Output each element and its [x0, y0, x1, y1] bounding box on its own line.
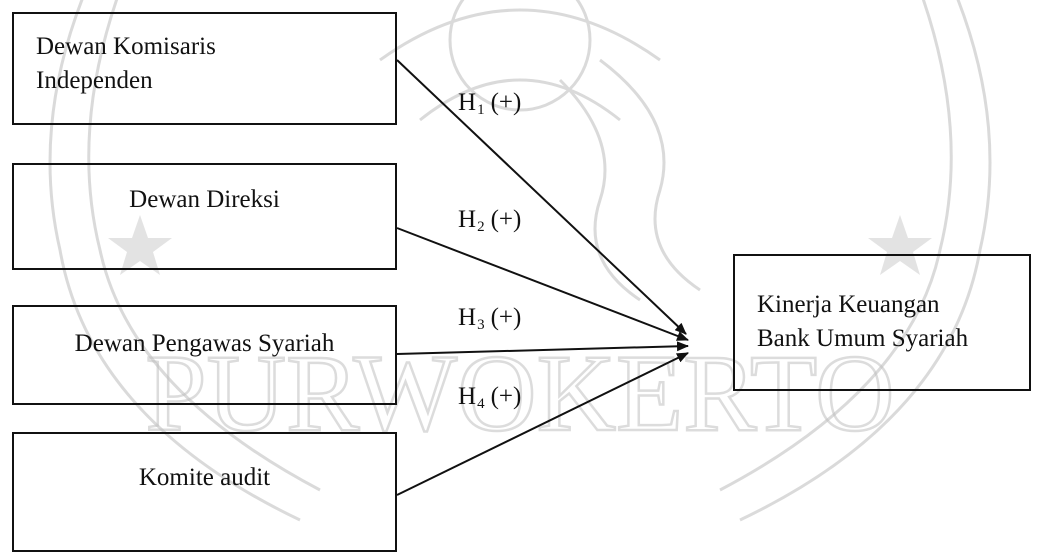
hypothesis-letter: H: [458, 206, 477, 233]
node-label: Dewan Pengawas Syariah: [74, 330, 335, 357]
node-label-line1: Kinerja Keuangan: [757, 291, 940, 318]
node-label-line2: Bank Umum Syariah: [757, 325, 969, 352]
node-kinerja-keuangan-bank-umum-syariah: Kinerja Keuangan Bank Umum Syariah: [733, 254, 1031, 391]
hypothesis-index: 4: [477, 396, 485, 412]
node-dewan-direksi: Dewan Direksi: [12, 163, 397, 270]
node-label-line1: Dewan Komisaris: [36, 33, 216, 60]
arrow-h4: [396, 352, 689, 496]
hypothesis-label-h4: H4 (+): [458, 382, 521, 419]
hypothesis-sign: (+): [490, 304, 522, 331]
hypothesis-arrows: [396, 59, 689, 496]
node-label: Dewan Direksi: [129, 186, 280, 213]
hypothesis-label-h1: H1 (+): [458, 88, 521, 125]
arrow-h3: [396, 341, 689, 355]
hypothesis-letter: H: [458, 383, 477, 410]
node-label-line2: Independen: [36, 67, 153, 94]
arrow-h1: [396, 59, 687, 335]
hypothesis-sign: (+): [490, 383, 522, 410]
hypothesis-letter: H: [458, 89, 477, 116]
hypothesis-label-h2: H2 (+): [458, 205, 521, 242]
node-komite-audit: Komite audit: [12, 432, 397, 552]
hypothesis-label-h3: H3 (+): [458, 303, 521, 340]
hypothesis-index: 1: [477, 102, 485, 118]
hypothesis-sign: (+): [490, 206, 522, 233]
hypothesis-index: 3: [477, 317, 485, 333]
node-dewan-pengawas-syariah: Dewan Pengawas Syariah: [12, 305, 397, 405]
node-label: Komite audit: [138, 464, 271, 491]
hypothesis-sign: (+): [490, 89, 522, 116]
hypothesis-letter: H: [458, 304, 477, 331]
arrow-h2: [396, 227, 689, 341]
node-dewan-komisaris-independen: Dewan Komisaris Independen: [12, 12, 397, 125]
hypothesis-index: 2: [477, 219, 485, 235]
